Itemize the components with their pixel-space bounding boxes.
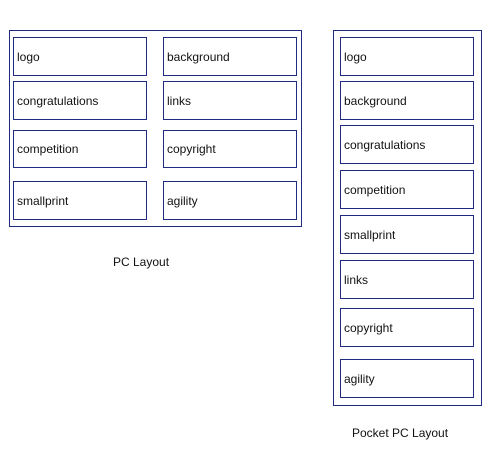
pc-layout-caption: PC Layout [113,255,170,269]
pc-cell-links: links [163,81,297,120]
pocket-cell-congratulations: congratulations [340,125,474,164]
pocket-cell-copyright: copyright [340,308,474,347]
pocket-cell-agility: agility [340,359,474,398]
pc-cell-logo: logo [13,37,147,76]
pc-cell-background: background [163,37,297,76]
pocket-cell-background: background [340,81,474,120]
pc-cell-copyright: copyright [163,130,297,168]
pocket-cell-smallprint: smallprint [340,215,474,254]
pocket-cell-competition: competition [340,170,474,209]
pc-cell-agility: agility [163,181,297,220]
pc-cell-smallprint: smallprint [13,181,147,220]
pc-cell-competition: competition [13,130,147,168]
pocket-pc-layout-caption: Pocket PC Layout [352,426,449,440]
pc-cell-congratulations: congratulations [13,81,147,120]
pocket-cell-links: links [340,260,474,299]
pocket-cell-logo: logo [340,37,474,76]
